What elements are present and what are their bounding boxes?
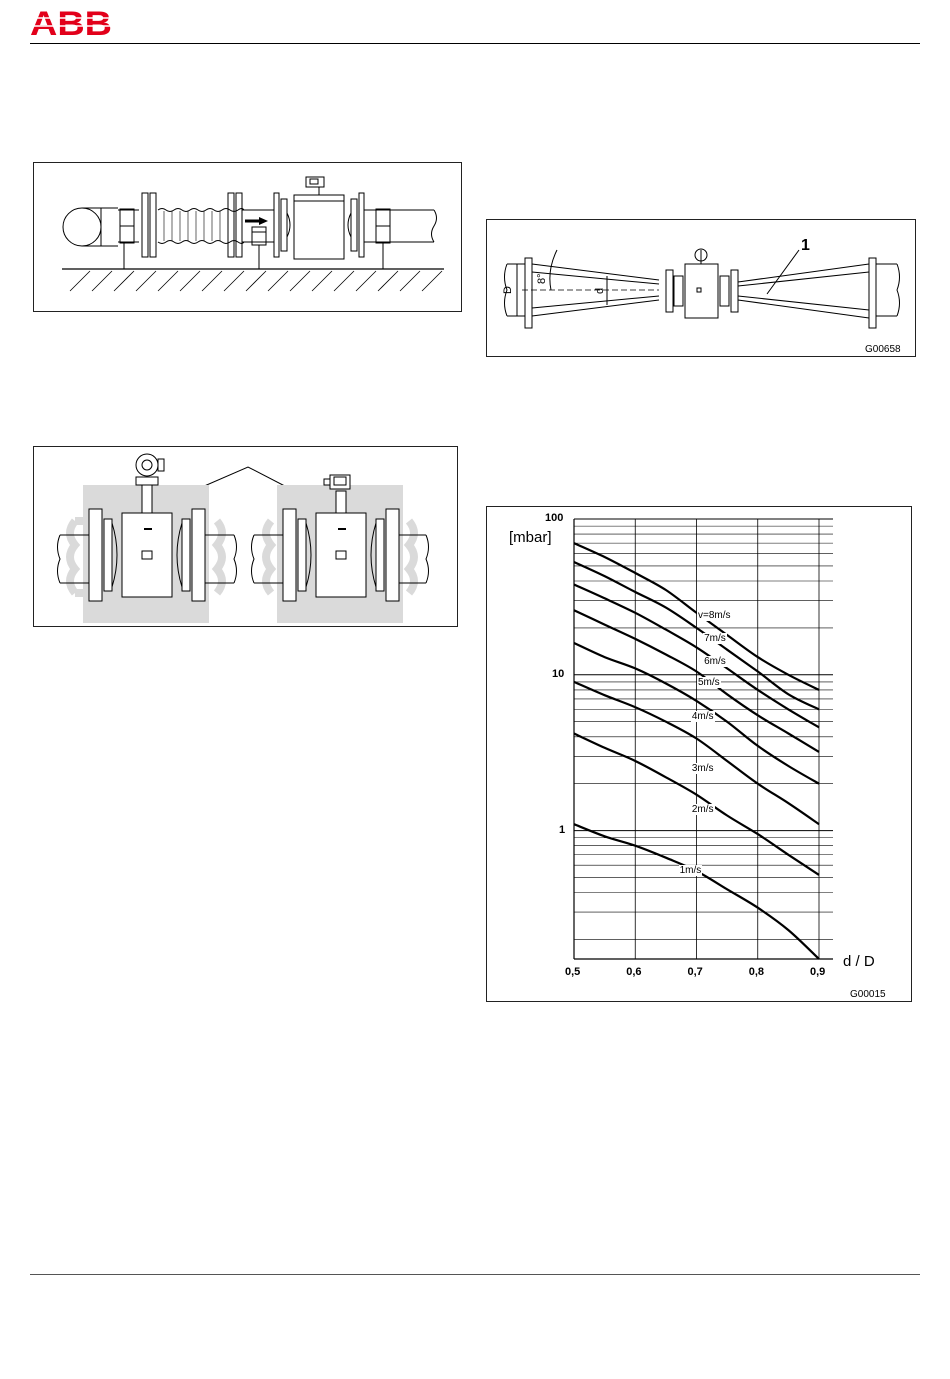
nozzle-geometry-drawing: D d 8° [487,220,917,358]
x-tick-label-2: 0,7 [688,966,703,978]
figure-code: G00658 [865,344,901,355]
angle-label: 8° [536,273,548,284]
flow-arrow-icon [245,217,268,225]
pump-installation-drawing [34,163,463,313]
header-rule [30,43,920,44]
pump-installation-figure [33,162,462,312]
series-label-3: 5m/s [697,677,721,688]
pressure-loss-chart: [mbar] d / D v=8m/s 7m/s 6m/s 5m/s 4m/s 3m/s 2… [486,506,912,1002]
chart-code: G00015 [850,989,886,1000]
y-tick-label-1: 10 [552,668,564,680]
abb-logo: ABB [30,6,114,38]
meter-variants-drawing [34,447,459,628]
outer-diameter-label: D [502,286,514,294]
series-label-7: 1m/s [679,865,703,876]
x-tick-label-4: 0,9 [810,966,825,978]
footer-rule [30,1274,920,1275]
series-label-0: v=8m/s [697,610,732,621]
svg-text:ABB: ABB [30,6,112,38]
x-tick-label-1: 0,6 [626,966,641,978]
meter-variant-remote [58,454,237,623]
x-tick-label-0: 0,5 [565,966,580,978]
x-tick-label-3: 0,8 [749,966,764,978]
y-tick-label-2: 100 [545,512,563,524]
series-label-4: 4m/s [691,711,715,722]
meter-variant-compact [252,475,429,623]
series-label-2: 6m/s [703,656,727,667]
series-label-5: 3m/s [691,763,715,774]
y-axis-label: [mbar] [509,529,552,546]
y-tick-label-0: 1 [559,824,565,836]
nozzle-geometry-figure: D d 8° 1 G00658 [486,219,916,357]
x-axis-label: d / D [843,953,875,970]
meter-variants-figure [33,446,458,627]
inner-diameter-label: d [594,288,606,294]
series-label-1: 7m/s [703,633,727,644]
callout-1: 1 [801,237,810,255]
series-label-6: 2m/s [691,804,715,815]
pressure-loss-plot [487,507,913,1003]
